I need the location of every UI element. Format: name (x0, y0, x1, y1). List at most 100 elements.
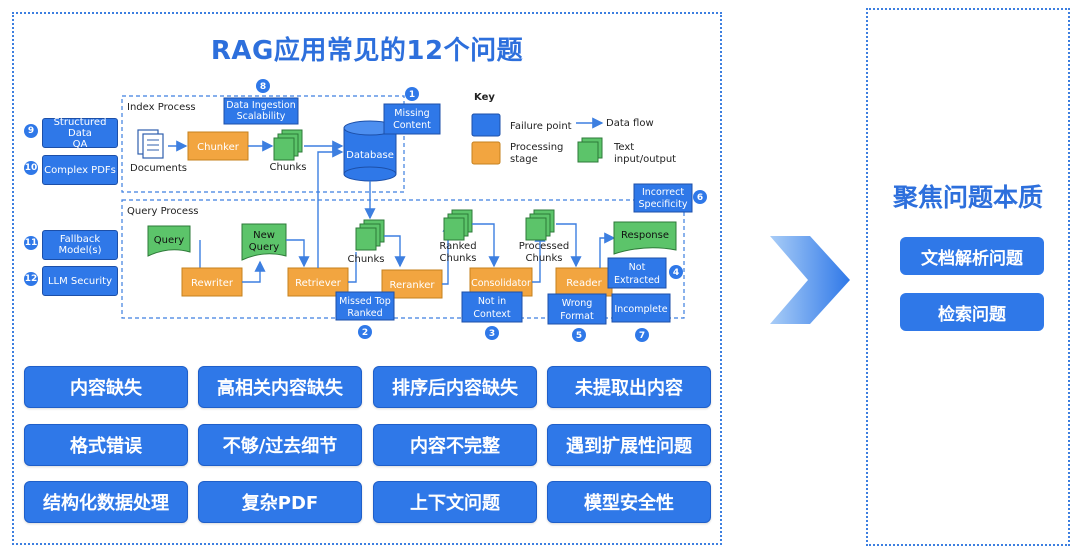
failure-number-4: 4 (669, 265, 683, 279)
not-extracted-box (607, 257, 667, 289)
key-failure-swatch (471, 113, 501, 137)
incorrect-specificity-line1: Incorrect (642, 187, 684, 198)
svg-text:1: 1 (409, 90, 415, 100)
right-tag-document-parsing: 文档解析问题 (900, 237, 1044, 275)
retriever-label: Retriever (295, 278, 342, 289)
not-extracted-line1: Not (629, 262, 646, 273)
not-in-context-line2: Context (473, 309, 510, 320)
database-label: Database (346, 150, 394, 161)
side-item-structured-line1: Structured Data (53, 116, 107, 139)
side-item-complex-label: Complex PDFs (44, 164, 116, 176)
side-number-10: 10 (24, 161, 38, 175)
failure-number-3: 3 (485, 326, 499, 340)
failure-number-2: 2 (358, 325, 372, 339)
not-in-context-box (461, 291, 523, 323)
key-dataflow-label: Data flow (606, 118, 654, 129)
issue-tag: 结构化数据处理 (24, 481, 188, 523)
failure-number-1: 1 (405, 87, 419, 101)
rewriter-label: Rewriter (191, 278, 234, 289)
failure-number-7: 7 (635, 328, 649, 342)
missed-top-ranked-box (335, 291, 395, 321)
side-number-9: 9 (24, 124, 38, 138)
data-ingestion-box (223, 97, 299, 125)
reader-label: Reader (566, 278, 602, 289)
rewriter-stage (181, 267, 243, 297)
missing-content-line2: Content (393, 120, 431, 131)
side-item-structured-line2: QA (72, 138, 88, 150)
main-title: RAG应用常见的12个问题 (210, 36, 524, 66)
side-item-fallback-line1: Fallback (59, 234, 101, 245)
svg-text:7: 7 (639, 331, 645, 341)
incorrect-specificity-box (633, 183, 693, 213)
issue-tag: 排序后内容缺失 (373, 366, 537, 408)
index-process-label: Index Process (127, 102, 196, 113)
response-label: Response (621, 230, 669, 241)
issue-tag: 遇到扩展性问题 (547, 424, 711, 466)
rag-diagram: Index Process Query Process Documents Ch… (121, 79, 707, 342)
chevron-right-icon (770, 236, 850, 324)
query-icon (147, 225, 191, 257)
failure-number-8: 8 (256, 79, 270, 93)
incomplete-label: Incomplete (614, 304, 667, 315)
issue-tag: 内容缺失 (24, 366, 188, 408)
ranked-chunks-line1: Ranked (439, 241, 476, 252)
svg-text:2: 2 (362, 328, 368, 338)
issue-tag: 格式错误 (24, 424, 188, 466)
chunker-label: Chunker (197, 142, 240, 153)
issue-tag: 高相关内容缺失 (198, 366, 362, 408)
new-query-line2: Query (249, 242, 279, 253)
key-processing-swatch (471, 141, 501, 165)
index-process-frame (121, 95, 405, 193)
right-panel (866, 8, 1070, 546)
key-text-line1: Text (613, 142, 634, 153)
reranker-stage (381, 269, 443, 299)
side-item-llm-security: LLM Security (42, 266, 118, 296)
ranked-chunks-icon (443, 209, 473, 241)
missed-top-ranked-line2: Ranked (347, 308, 382, 319)
wrong-format-box (547, 293, 607, 325)
svg-text:8: 8 (260, 82, 266, 92)
chunks-query-icon (355, 219, 385, 251)
key-text-icon (577, 137, 603, 163)
issue-tag: 未提取出内容 (547, 366, 711, 408)
issue-tag: 复杂PDF (198, 481, 362, 523)
response-icon (613, 221, 677, 255)
chunks-index-icon (273, 129, 303, 161)
consolidator-stage (469, 267, 533, 297)
side-item-fallback-line2: Model(s) (58, 245, 102, 256)
side-item-fallback-models: Fallback Model(s) (42, 230, 118, 260)
issue-tag: 模型安全性 (547, 481, 711, 523)
processed-chunks-line2: Chunks (526, 253, 563, 264)
new-query-icon (241, 223, 287, 261)
missing-content-line1: Missing (394, 108, 429, 119)
wrong-format-line1: Wrong (562, 298, 593, 309)
key-title: Key (474, 92, 495, 103)
database-icon (343, 120, 397, 182)
processed-chunks-icon (525, 209, 555, 241)
side-number-11: 11 (24, 236, 38, 250)
key-text-line2: input/output (614, 154, 676, 165)
query-label: Query (154, 235, 184, 246)
svg-text:5: 5 (576, 331, 582, 341)
issue-tag: 内容不完整 (373, 424, 537, 466)
consolidator-label: Consolidator (471, 278, 531, 289)
failure-number-6: 6 (693, 190, 707, 204)
data-ingestion-line2: Scalability (237, 111, 286, 122)
side-number-12: 12 (24, 272, 38, 286)
key-processing-line2: stage (510, 154, 538, 165)
not-in-context-line1: Not in (478, 296, 506, 307)
side-item-complex-pdfs: Complex PDFs (42, 155, 118, 185)
right-tag-retrieval: 检索问题 (900, 293, 1044, 331)
failure-number-5: 5 (572, 328, 586, 342)
retriever-stage (287, 267, 349, 297)
wrong-format-line2: Format (560, 311, 594, 322)
incomplete-box (611, 293, 671, 323)
data-ingestion-line1: Data Ingestion (226, 100, 296, 111)
key-processing-line1: Processing (510, 142, 563, 153)
ranked-chunks-line2: Chunks (440, 253, 477, 264)
documents-label: Documents (130, 163, 187, 174)
side-item-structured-data: Structured Data QA (42, 116, 118, 150)
svg-text:6: 6 (697, 193, 703, 203)
issue-tag: 不够/过去细节 (198, 424, 362, 466)
new-query-line1: New (253, 230, 275, 241)
